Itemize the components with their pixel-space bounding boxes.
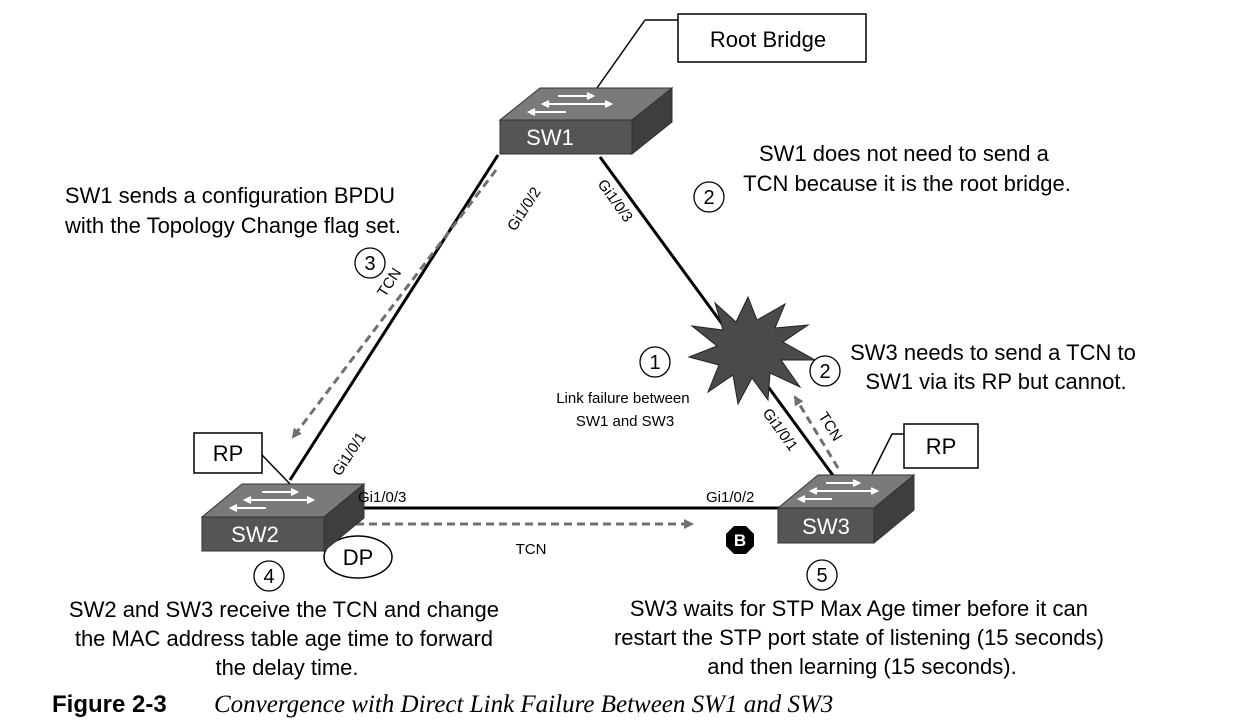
note-step5-line-1: SW3 waits for STP Max Age timer before i… — [630, 596, 1088, 621]
port-sw3-gi101: Gi1/0/1 — [759, 405, 801, 454]
step-2-sw3-number: 2 — [819, 361, 830, 383]
note-link-failure-line-1: Link failure between — [556, 390, 689, 407]
note-step5: SW3 waits for STP Max Age timer before i… — [614, 596, 1110, 679]
step-1-marker: 1 — [639, 346, 671, 378]
note-step2-sw3-line-2: SW1 via its RP but cannot. — [865, 369, 1126, 394]
switch-arrows-icon — [228, 488, 316, 512]
note-step5-line-3: and then learning (15 seconds). — [707, 654, 1016, 679]
blocked-port-icon: B — [726, 526, 754, 554]
dp-sw2-label: DP — [343, 545, 374, 570]
dp-sw2-callout: DP — [323, 535, 393, 579]
blocked-marker-label: B — [734, 531, 746, 550]
port-sw2-gi103: Gi1/0/3 — [358, 489, 406, 506]
step-1-number: 1 — [649, 352, 660, 374]
sw3-label: SW3 — [802, 514, 850, 539]
switch-arrows-icon — [796, 479, 880, 503]
root-bridge-label: Root Bridge — [710, 27, 826, 52]
note-link-failure-line-2: SW1 and SW3 — [576, 413, 674, 430]
step-4-number: 4 — [263, 566, 274, 588]
link-sw1-sw2 — [288, 154, 500, 481]
rp-sw3-label: RP — [926, 434, 957, 459]
note-step5-line-2: restart the STP port state of listening … — [614, 625, 1104, 650]
rp-sw3-leader-diag — [871, 433, 893, 475]
step-2-sw1-number: 2 — [703, 187, 714, 209]
sw1-label: SW1 — [526, 125, 574, 150]
port-sw2-gi101: Gi1/0/1 — [329, 429, 370, 479]
note-step3-line-1: SW1 sends a configuration BPDU — [65, 183, 395, 208]
note-step4-line-1: SW2 and SW3 receive the TCN and change — [69, 597, 499, 622]
note-step3: SW1 sends a configuration BPDU with the … — [64, 183, 401, 238]
root-bridge-callout: Root Bridge — [677, 13, 867, 63]
tcn-label-bottom: TCN — [516, 541, 547, 558]
step-5-number: 5 — [816, 565, 827, 587]
port-sw3-gi102: Gi1/0/2 — [706, 489, 754, 506]
port-sw1-gi103: Gi1/0/3 — [594, 176, 636, 225]
step-4-marker: 4 — [253, 560, 285, 592]
link-failure-burst-icon — [687, 295, 817, 406]
figure-number: Figure 2-3 — [52, 691, 167, 718]
switch-sw1: SW1 — [498, 86, 674, 156]
tcn-arrow-sw3-to-sw1 — [793, 395, 840, 469]
step-3-number: 3 — [364, 253, 375, 275]
note-step2-sw1-line-1: SW1 does not need to send a — [759, 141, 1050, 166]
note-step2-sw3: SW3 needs to send a TCN to SW1 via its R… — [850, 340, 1142, 394]
rp-sw3-callout: RP — [903, 423, 979, 469]
note-step4: SW2 and SW3 receive the TCN and change t… — [69, 597, 505, 680]
step-3-marker: 3 — [354, 247, 386, 279]
switch-sw2: SW2 — [200, 482, 366, 553]
note-step2-sw1: SW1 does not need to send a TCN because … — [743, 141, 1071, 196]
sw2-label: SW2 — [231, 522, 279, 547]
note-link-failure: Link failure between SW1 and SW3 — [556, 390, 694, 430]
switch-arrows-icon — [526, 92, 614, 116]
step-5-marker: 5 — [806, 559, 838, 591]
tcn-label-right: TCN — [815, 409, 846, 444]
rp-sw2-label: RP — [213, 441, 244, 466]
note-step4-line-2: the MAC address table age time to forwar… — [75, 626, 493, 651]
switch-sw3: SW3 — [776, 473, 916, 545]
root-bridge-leader-diag — [596, 19, 646, 89]
note-step2-sw3-line-1: SW3 needs to send a TCN to — [850, 340, 1136, 365]
figure-title: Convergence with Direct Link Failure Bet… — [214, 691, 833, 718]
tcn-arrow-sw1-to-sw2 — [291, 169, 498, 439]
note-step4-line-3: the delay time. — [215, 655, 358, 680]
rp-sw2-callout: RP — [193, 432, 263, 474]
port-sw1-gi102: Gi1/0/2 — [504, 184, 545, 234]
note-step2-sw1-line-2: TCN because it is the root bridge. — [743, 171, 1071, 196]
step-2-sw3-marker: 2 — [809, 355, 841, 387]
note-step3-line-2: with the Topology Change flag set. — [64, 213, 401, 238]
step-2-sw1-marker: 2 — [693, 181, 725, 213]
rp-sw2-leader — [261, 454, 291, 485]
